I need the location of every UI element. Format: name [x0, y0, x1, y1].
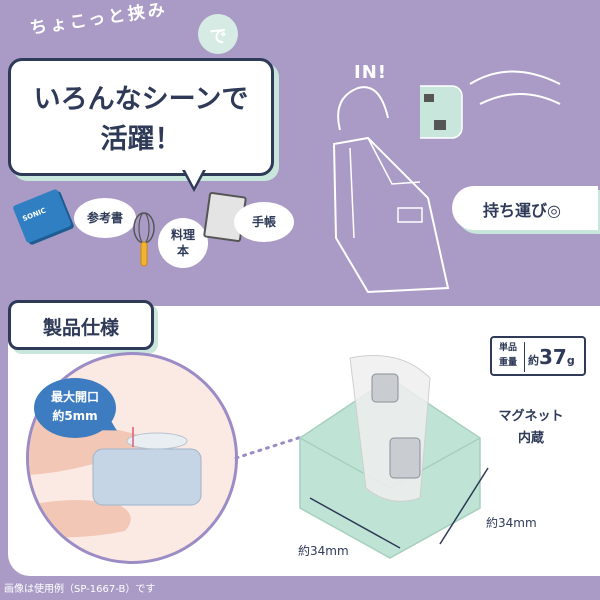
- carry-label-text: 持ち運び◎: [483, 201, 561, 220]
- tag-cookbook: 料理 本: [158, 218, 208, 268]
- speech-bubble-tail-inner: [185, 170, 203, 187]
- book-logo: SONIC: [21, 206, 48, 224]
- dotted-connector: [234, 422, 344, 460]
- spec-title: 製品仕様: [42, 317, 119, 339]
- whisk-icon: [133, 212, 155, 267]
- catch-copy-end: で: [209, 27, 227, 47]
- bag-illustration: [332, 86, 450, 294]
- dimension-right: 約34mm: [486, 516, 537, 530]
- max-open-line-2: 約5mm: [52, 409, 98, 423]
- catch-copy-bubble: で: [198, 14, 238, 54]
- dimension-bottom: 約34mm: [298, 544, 349, 558]
- headline-line-1: いろんなシーンで: [33, 84, 249, 115]
- weight-value: 約37g: [528, 345, 575, 369]
- tag-cookbook-line-1: 料理: [170, 228, 195, 242]
- weight-number: 37: [539, 345, 567, 369]
- weight-label-line-1: 単品: [498, 343, 517, 353]
- max-open-bubble: 最大開口 約5mm: [34, 378, 116, 438]
- weight-unit: g: [566, 354, 575, 367]
- spec-title-tab: 製品仕様: [8, 300, 154, 350]
- headline: いろんなシーンで 活躍！: [8, 80, 274, 160]
- headline-line-2: 活躍！: [100, 124, 182, 155]
- carry-label: 持ち運び◎: [452, 186, 598, 230]
- product-clip-illustration: [299, 355, 489, 559]
- hand-with-clip-illustration: [420, 70, 561, 139]
- in-text: IN!: [354, 62, 387, 83]
- weight-label-line-2: 重量: [498, 358, 517, 368]
- tag-notebook: 手帳: [234, 202, 294, 242]
- hand-clip-photo: [29, 411, 202, 538]
- weight-divider: [524, 342, 525, 372]
- usage-photo: [26, 352, 238, 564]
- footnote: 画像は使用例（SP-1667-B）です: [4, 584, 156, 595]
- magnet-label: マグネット 内蔵: [476, 406, 586, 450]
- weight-label: 単品 重量: [494, 341, 522, 371]
- tag-reference-book: 参考書: [74, 198, 136, 238]
- magnet-label-line-1: マグネット: [498, 409, 564, 424]
- magnet-label-line-2: 内蔵: [517, 431, 544, 446]
- tag-cookbook-line-2: 本: [176, 244, 189, 258]
- weight-prefix: 約: [528, 354, 539, 367]
- headline-speech-bubble: [8, 58, 274, 176]
- max-open-line-1: 最大開口: [50, 390, 99, 404]
- weight-box: 単品 重量 約37g: [490, 336, 586, 376]
